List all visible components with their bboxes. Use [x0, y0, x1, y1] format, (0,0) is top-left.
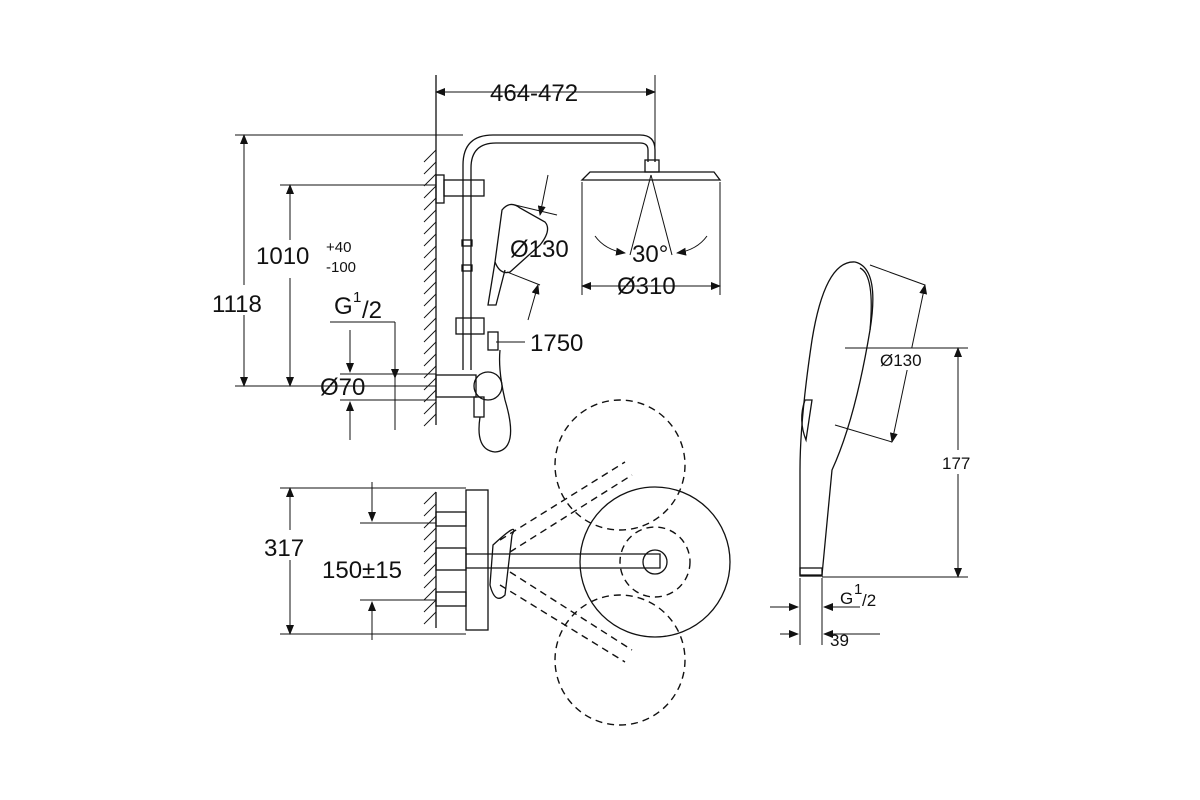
wall-hatch-line [423, 539, 437, 553]
wall-hatch-line [423, 413, 437, 427]
wall-hatch-line [423, 611, 437, 625]
wall-hatch-line [423, 233, 437, 247]
dim-rain-diameter-label: Ø310 [617, 273, 676, 300]
dim-arm-length: 464-472 [435, 75, 656, 160]
wall-hatch-line [423, 527, 437, 541]
wall-hatch-line [423, 257, 437, 271]
tol-plus-label: +40 [326, 239, 351, 256]
wall-hatch-line [423, 329, 437, 343]
dim-inlet: G 1 /2 Ø70 [320, 289, 436, 440]
g-den: /2 [362, 297, 382, 324]
dim-hose-label: 1750 [530, 330, 583, 357]
wall-hatch-line [423, 341, 437, 355]
dim-39-label: 39 [830, 631, 849, 650]
dim-handshower-diameter-label: Ø130 [510, 236, 569, 263]
hand-g-label: G [840, 589, 853, 608]
hand-g-den: /2 [862, 591, 876, 610]
wall-hatch-line [423, 305, 437, 319]
dim-heights: 1118 1010 +40 -100 [208, 134, 463, 387]
dim-1118-label: 1118 [212, 291, 262, 318]
g-label: G [334, 293, 353, 320]
wall-hatch-line [423, 563, 437, 577]
wall-hatch-line [423, 491, 437, 505]
dim-177-label: 177 [942, 454, 970, 473]
wall-hatch-line [423, 269, 437, 283]
wall-hatch-line [423, 365, 437, 379]
wall-hatch-line [423, 293, 437, 307]
wall-top [423, 75, 437, 427]
tol-minus-label: -100 [326, 259, 356, 276]
hand-shower-detail: Ø130 177 G 1 /2 39 [770, 261, 978, 650]
wall-hatch-line [423, 161, 437, 175]
wall-hatch-line [423, 173, 437, 187]
g-num: 1 [353, 289, 361, 306]
wall-hatch-line [423, 245, 437, 259]
wall-hatch-line [423, 317, 437, 331]
dim-spacing-label: 150±15 [322, 557, 402, 584]
dim-317-label: 317 [264, 535, 304, 562]
shower-column [435, 134, 656, 453]
wall-hatch-line [423, 377, 437, 391]
wall-hatch-line [423, 551, 437, 565]
hand-g-num: 1 [854, 581, 862, 598]
wall-hatch-line [423, 209, 437, 223]
wall-hatch-line [423, 575, 437, 589]
wall-hatch-line [423, 587, 437, 601]
dim-angle-label: 30° [632, 241, 668, 268]
wall-hatch-line [423, 353, 437, 367]
dim-hand-diameter-label: Ø130 [880, 351, 922, 370]
wall-hatch-line [423, 221, 437, 235]
wall-hatch-line [423, 599, 437, 613]
wall-hatch-line [423, 197, 437, 211]
rain-shower-head: 30° Ø310 [580, 159, 722, 300]
wall-hatch-line [423, 515, 437, 529]
hand-shower-small: Ø130 1750 [487, 174, 583, 357]
plan-view: 317 150±15 [262, 399, 731, 726]
wall-hatch-line [423, 401, 437, 415]
dim-1010-label: 1010 [256, 243, 309, 270]
wall-hatch-line [423, 281, 437, 295]
wall-hatch-line [423, 185, 437, 199]
dim-arm-length-label: 464-472 [490, 80, 578, 107]
dim-70-label: Ø70 [320, 374, 365, 401]
wall-hatch-line [423, 149, 437, 163]
wall-hatch-line [423, 503, 437, 517]
